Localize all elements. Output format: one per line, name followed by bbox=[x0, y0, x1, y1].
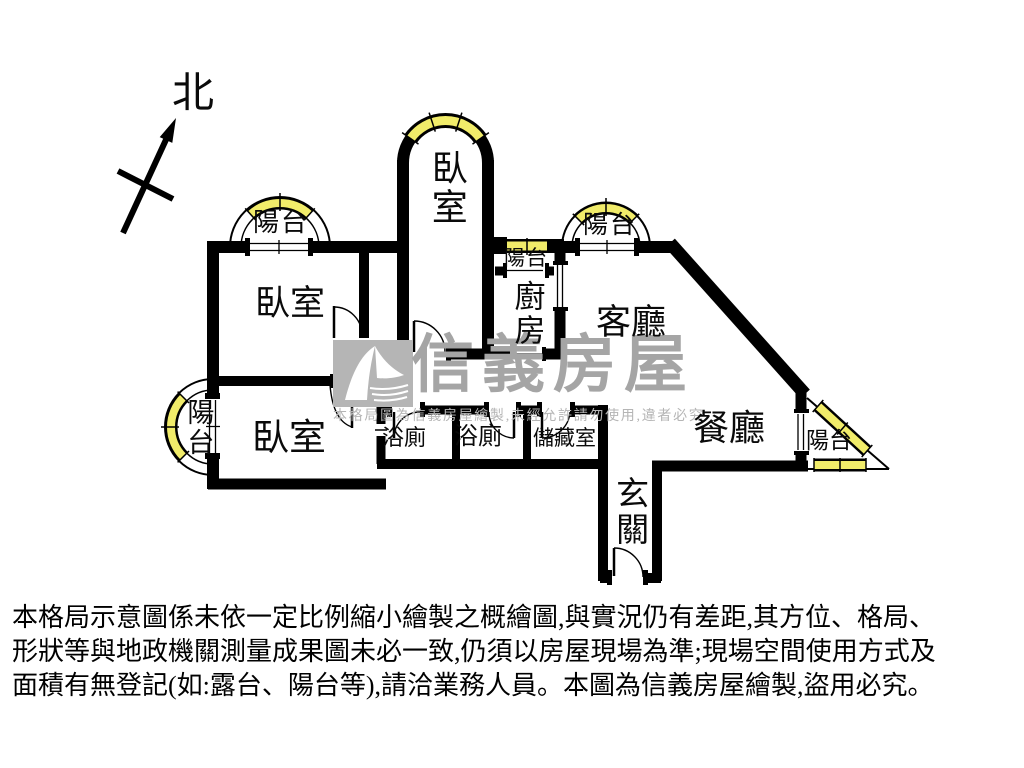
room-label-bedroom-lower-left: 臥室 bbox=[252, 418, 326, 459]
room-label-entryway: 玄關 bbox=[610, 476, 647, 548]
disclaimer-line-1: 本格局示意圖係未依一定比例縮小繪製之概繪圖,與實況仍有差距,其方位、格局、 bbox=[12, 603, 936, 632]
room-label-bathroom-2: 浴廁 bbox=[454, 424, 502, 450]
room-label-bathroom-1: 浴廁 bbox=[382, 425, 427, 450]
room-label-kitchen: 廚房 bbox=[509, 280, 545, 348]
room-label-bedroom-top-left: 臥室 bbox=[255, 284, 326, 323]
disclaimer-text: 本格局示意圖係未依一定比例縮小繪製之概繪圖,與實況仍有差距,其方位、格局、 形狀… bbox=[12, 601, 1016, 703]
window-bands bbox=[161, 112, 640, 463]
room-label-balcony-left: 陽台 bbox=[183, 398, 214, 458]
north-label: 北 bbox=[172, 71, 215, 117]
disclaimer-line-3: 面積有無登記(如:露台、陽台等),請洽業務人員。本圖為信義房屋繪製,盜用必究。 bbox=[12, 671, 934, 700]
corner-balcony bbox=[806, 397, 890, 472]
room-label-bedroom-tower: 臥室 bbox=[426, 149, 467, 227]
disclaimer-line-2: 形狀等與地政機關測量成果圖未必一致,仍須以房屋現場為準;現場空間使用方式及 bbox=[12, 637, 936, 666]
room-label-dining-room: 餐廳 bbox=[693, 408, 766, 448]
room-label-balcony-kitchen: 陽台 bbox=[504, 246, 548, 270]
sinyi-logo-icon bbox=[333, 340, 413, 407]
room-label-living-room: 客廳 bbox=[596, 303, 667, 342]
room-label-storage: 儲藏室 bbox=[533, 426, 596, 450]
north-arrow-icon bbox=[116, 118, 176, 235]
room-label-balcony-living: 陽台 bbox=[583, 212, 638, 239]
room-label-balcony-top-left: 陽台 bbox=[253, 208, 310, 237]
room-label-balcony-corner: 陽台 bbox=[806, 428, 852, 453]
watermark-brand: 信義房屋 bbox=[411, 330, 695, 400]
watermark-notice: 本格局圖為信義房屋繪製,未經允許請勿使用,違者必究 bbox=[333, 409, 705, 424]
windows bbox=[205, 238, 809, 585]
